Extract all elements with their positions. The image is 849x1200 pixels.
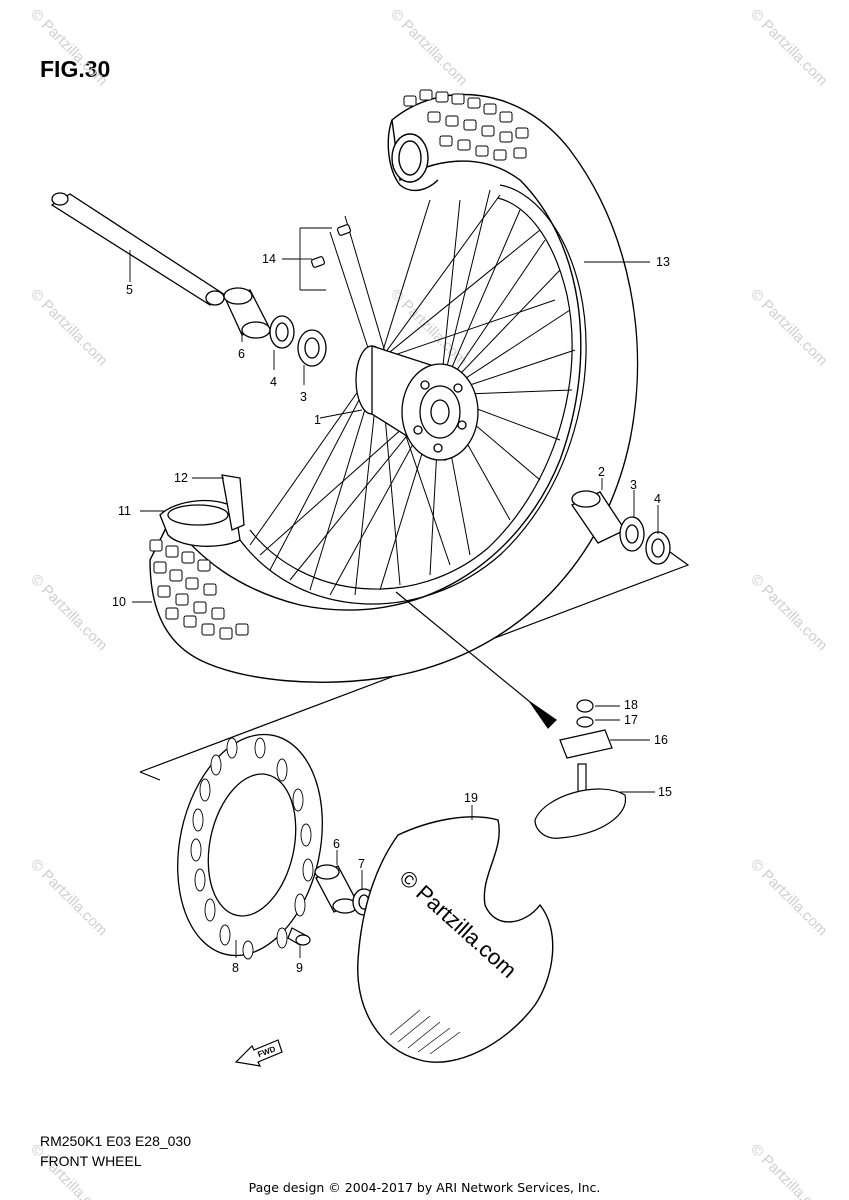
callout-3-left: 3 — [300, 390, 307, 404]
callout-8: 8 — [232, 961, 239, 975]
bearing-left — [297, 329, 327, 367]
disc-bolt — [287, 927, 311, 946]
wheel-hub — [355, 345, 479, 462]
watermark-text: © Partzilla.com — [387, 6, 470, 89]
callout-7: 7 — [358, 857, 365, 871]
watermark-text: © Partzilla.com — [27, 286, 110, 369]
oil-seal-right — [645, 531, 671, 565]
wheel-spacer-left — [223, 287, 271, 339]
watermark-text: © Partzilla.com — [27, 6, 110, 89]
rim-band — [159, 474, 245, 547]
brake-disc — [177, 733, 323, 960]
wheel-spacer-lower — [314, 864, 358, 914]
page-footer: Page design © 2004-2017 by ARI Network S… — [248, 1180, 601, 1195]
model-code: RM250K1 E03 E28_030 — [40, 1133, 191, 1149]
forward-arrow-icon: FWD — [234, 1039, 283, 1067]
figure-caption: FRONT WHEEL — [40, 1153, 142, 1169]
bearing-right — [619, 516, 645, 552]
callout-3-right: 3 — [630, 478, 637, 492]
disc-cover — [357, 816, 554, 1063]
valve-parts — [395, 591, 627, 839]
callout-11: 11 — [118, 504, 131, 518]
callout-labels: 1 2 3 3 4 4 5 6 6 7 8 9 10 11 12 13 14 1… — [112, 252, 672, 975]
callout-5: 5 — [126, 283, 133, 297]
callout-4-right: 4 — [654, 492, 661, 506]
callout-9: 9 — [296, 961, 303, 975]
callout-1: 1 — [314, 413, 321, 427]
callout-2: 2 — [598, 465, 605, 479]
watermark-text: © Partzilla.com — [27, 571, 110, 654]
watermark-text: © Partzilla.com — [747, 6, 830, 89]
callout-6-upper: 6 — [238, 347, 245, 361]
leader-lines — [129, 227, 659, 958]
callout-13: 13 — [656, 255, 670, 269]
callout-18: 18 — [624, 698, 638, 712]
callout-16: 16 — [654, 733, 668, 747]
tire-tread-top — [403, 89, 529, 161]
figure-title: FIG.30 — [40, 56, 111, 82]
spoke-set — [310, 224, 352, 268]
front-tire — [149, 89, 639, 683]
callout-17: 17 — [624, 713, 638, 727]
watermark-text: © Partzilla.com — [27, 856, 110, 939]
callout-14: 14 — [262, 252, 276, 266]
callout-15: 15 — [658, 785, 672, 799]
callout-6-lower: 6 — [333, 837, 340, 851]
callout-10: 10 — [112, 595, 126, 609]
front-axle — [50, 192, 227, 306]
perspective-frame — [139, 551, 690, 781]
wheel-rim — [239, 184, 587, 605]
watermark-text: © Partzilla.com — [747, 571, 830, 654]
tire-tread-bottom — [149, 539, 249, 640]
callout-19: 19 — [464, 791, 478, 805]
watermark-text: © Partzilla.com — [747, 286, 830, 369]
callout-12: 12 — [174, 471, 188, 485]
oil-seal-left — [269, 315, 295, 349]
watermark-text: © Partzilla.com — [747, 856, 830, 939]
callout-4-left: 4 — [270, 375, 277, 389]
